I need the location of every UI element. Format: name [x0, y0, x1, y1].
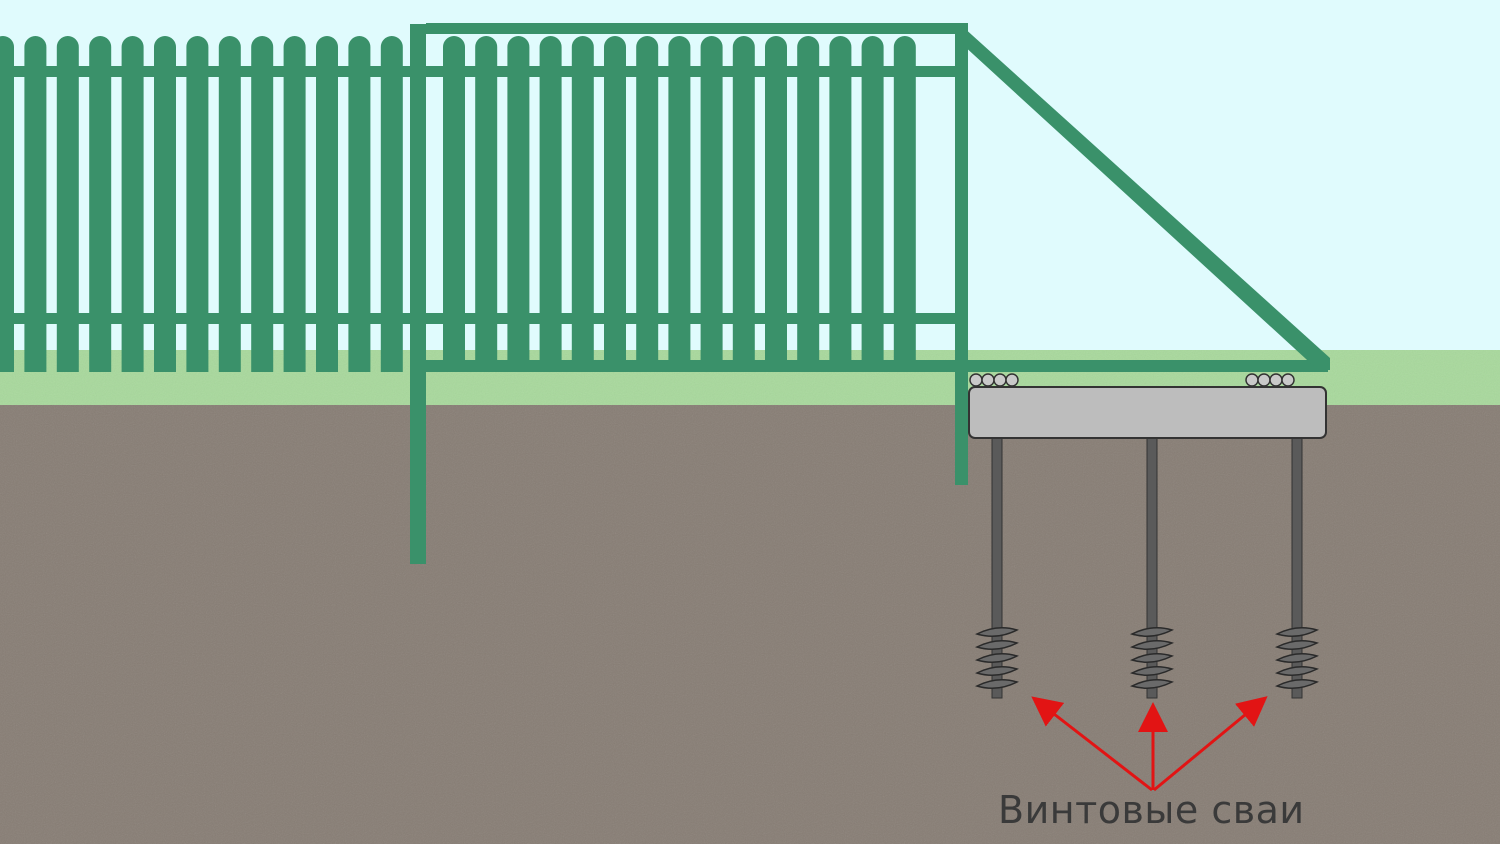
picket — [797, 36, 820, 365]
gate-frame-right — [955, 23, 968, 485]
picket — [56, 36, 79, 372]
screw-piles-caption: Винтовые сваи — [998, 788, 1305, 832]
picket — [636, 36, 659, 365]
pile-screw-blade — [1274, 666, 1320, 676]
pile-screw-blade — [974, 640, 1020, 650]
pile-screw-blade — [1274, 640, 1320, 650]
pile-screw-blade — [974, 653, 1020, 663]
gate-frame-top — [426, 23, 968, 34]
picket — [121, 36, 144, 372]
pile-screw-blade — [1129, 679, 1175, 689]
pointer-arrows — [1031, 696, 1268, 792]
picket — [0, 36, 14, 372]
gate-counterweight-diagonal — [962, 26, 1330, 370]
picket — [732, 36, 755, 365]
pile-screw-blade — [1274, 679, 1320, 689]
picket — [700, 36, 723, 365]
picket — [571, 36, 594, 365]
picket — [154, 36, 176, 372]
picket — [765, 36, 787, 364]
fence-rail-top — [0, 66, 426, 77]
picket — [283, 36, 306, 373]
picket — [348, 36, 371, 373]
fence-rail-bottom — [0, 313, 426, 324]
gate-rail-top — [426, 66, 956, 77]
foundation-beam — [968, 386, 1327, 439]
pile-screw-blade — [1129, 640, 1175, 650]
picket — [443, 36, 465, 364]
gate-rail-bottom — [426, 313, 956, 324]
picket — [89, 36, 112, 373]
picket — [604, 36, 626, 364]
arrow-left — [1031, 696, 1153, 792]
arrow-right — [1153, 696, 1268, 792]
pile-screw-blade — [974, 627, 1020, 637]
pile-screw-blade — [1129, 666, 1175, 676]
picket — [829, 36, 852, 365]
picket — [186, 36, 209, 373]
picket — [380, 36, 403, 373]
gate-post — [410, 24, 426, 564]
picket — [24, 36, 47, 372]
picket — [218, 36, 241, 373]
picket — [668, 36, 691, 365]
pile-screw-blade — [1129, 627, 1175, 637]
picket-fence — [0, 24, 426, 564]
picket — [861, 36, 884, 365]
picket — [316, 36, 338, 372]
pile-screw-blade — [974, 666, 1020, 676]
picket — [507, 35, 530, 364]
picket — [251, 35, 274, 372]
picket — [475, 36, 498, 365]
pile-screw-blade — [974, 679, 1020, 689]
pile-screw-blade — [1129, 653, 1175, 663]
pile-screw-blade — [1274, 627, 1320, 637]
sliding-gate — [426, 23, 1330, 485]
pile-screw-blade — [1274, 653, 1320, 663]
picket — [539, 36, 562, 365]
gate-frame-bottom — [426, 360, 1328, 372]
picket — [893, 36, 916, 365]
